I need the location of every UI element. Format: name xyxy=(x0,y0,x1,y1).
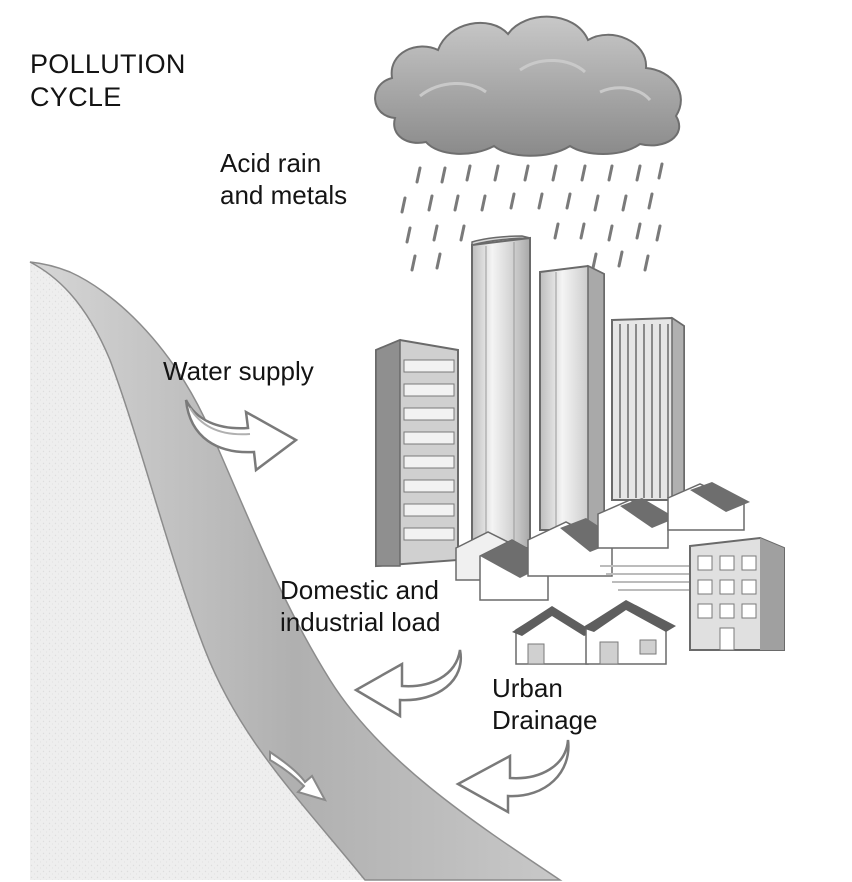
rain-icon xyxy=(400,162,664,272)
house-icon xyxy=(597,498,676,549)
building-icon xyxy=(611,316,685,501)
domestic-load-label-line-2: industrial load xyxy=(280,606,441,637)
domestic-load-arrow-icon xyxy=(353,649,463,719)
building-icon xyxy=(471,235,531,549)
urban-drainage-label-line-1: Urban xyxy=(492,673,563,703)
river-icon xyxy=(29,261,563,881)
building-icon xyxy=(539,264,605,531)
street-lines xyxy=(600,565,690,591)
domestic-load-label: Domestic and industrial load xyxy=(280,575,440,638)
acid-rain-label: Acid rain and metals xyxy=(220,148,347,211)
urban-drainage-arrow-icon xyxy=(455,739,570,815)
urban-drainage-label-line-2: Drainage xyxy=(492,704,598,735)
arrow-shading xyxy=(189,407,251,436)
diagram-title: POLLUTION CYCLE xyxy=(30,48,186,114)
urban-drainage-label: Urban Drainage xyxy=(492,673,598,736)
river-flow-arrow-icon xyxy=(269,750,328,802)
house-icon xyxy=(512,606,594,665)
building-icon xyxy=(689,536,785,651)
water-supply-label: Water supply xyxy=(163,356,314,386)
house-icon xyxy=(667,482,750,531)
title-line-2: CYCLE xyxy=(30,81,122,112)
river-bank xyxy=(30,262,365,880)
house-icon xyxy=(582,600,676,665)
domestic-load-label-line-1: Domestic and xyxy=(280,575,439,605)
cloud-icon xyxy=(374,15,682,157)
building-icon xyxy=(375,338,459,568)
acid-rain-label-line-1: Acid rain xyxy=(220,148,322,178)
title-line-1: POLLUTION xyxy=(30,49,186,79)
acid-rain-label-line-2: and metals xyxy=(220,179,348,210)
